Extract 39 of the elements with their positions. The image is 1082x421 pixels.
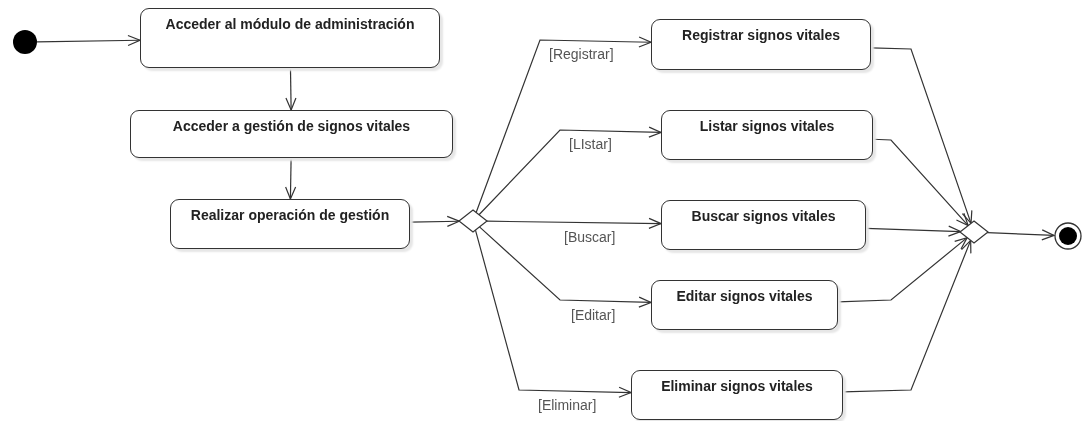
edge-label: [Editar] bbox=[570, 307, 617, 323]
edge-label: [LIstar] bbox=[568, 136, 613, 152]
action-label: Eliminar signos vitales bbox=[661, 378, 813, 394]
action-box bbox=[130, 110, 453, 158]
action-box bbox=[631, 370, 843, 420]
action-box bbox=[661, 200, 866, 250]
decision-diamond bbox=[459, 210, 487, 232]
action-label: Acceder al módulo de administración bbox=[165, 16, 415, 32]
arrow bbox=[474, 229, 632, 398]
arrow bbox=[872, 138, 969, 227]
action-box bbox=[651, 19, 871, 70]
action-label: Registrar signos vitales bbox=[682, 27, 840, 43]
action-box bbox=[661, 110, 873, 160]
action-box bbox=[140, 8, 440, 68]
arrow bbox=[870, 47, 973, 224]
arrow bbox=[409, 215, 460, 227]
arrow bbox=[486, 217, 662, 229]
arrow bbox=[285, 157, 297, 200]
arrow bbox=[837, 237, 968, 303]
action-label: Realizar operación de gestión bbox=[190, 207, 390, 223]
arrow bbox=[285, 67, 297, 111]
action-label: Editar signos vitales bbox=[676, 288, 813, 304]
arrow bbox=[36, 34, 141, 47]
arrow bbox=[842, 239, 972, 393]
edge-label: [Buscar] bbox=[563, 229, 617, 245]
action-label: Listar signos vitales bbox=[699, 118, 835, 134]
merge-diamond bbox=[960, 221, 988, 243]
action-label: Buscar signos vitales bbox=[691, 208, 836, 224]
action-label: Acceder a gestión de signos vitales bbox=[172, 118, 411, 134]
arrow bbox=[475, 36, 652, 214]
edge-label: [Eliminar] bbox=[537, 397, 598, 413]
action-box bbox=[651, 280, 838, 330]
final-node bbox=[1054, 222, 1082, 250]
arrow bbox=[478, 226, 652, 308]
arrow bbox=[478, 126, 662, 216]
arrow bbox=[865, 225, 962, 237]
action-box bbox=[170, 199, 410, 249]
initial-node bbox=[13, 30, 37, 54]
edge-label: [Registrar] bbox=[548, 46, 615, 62]
